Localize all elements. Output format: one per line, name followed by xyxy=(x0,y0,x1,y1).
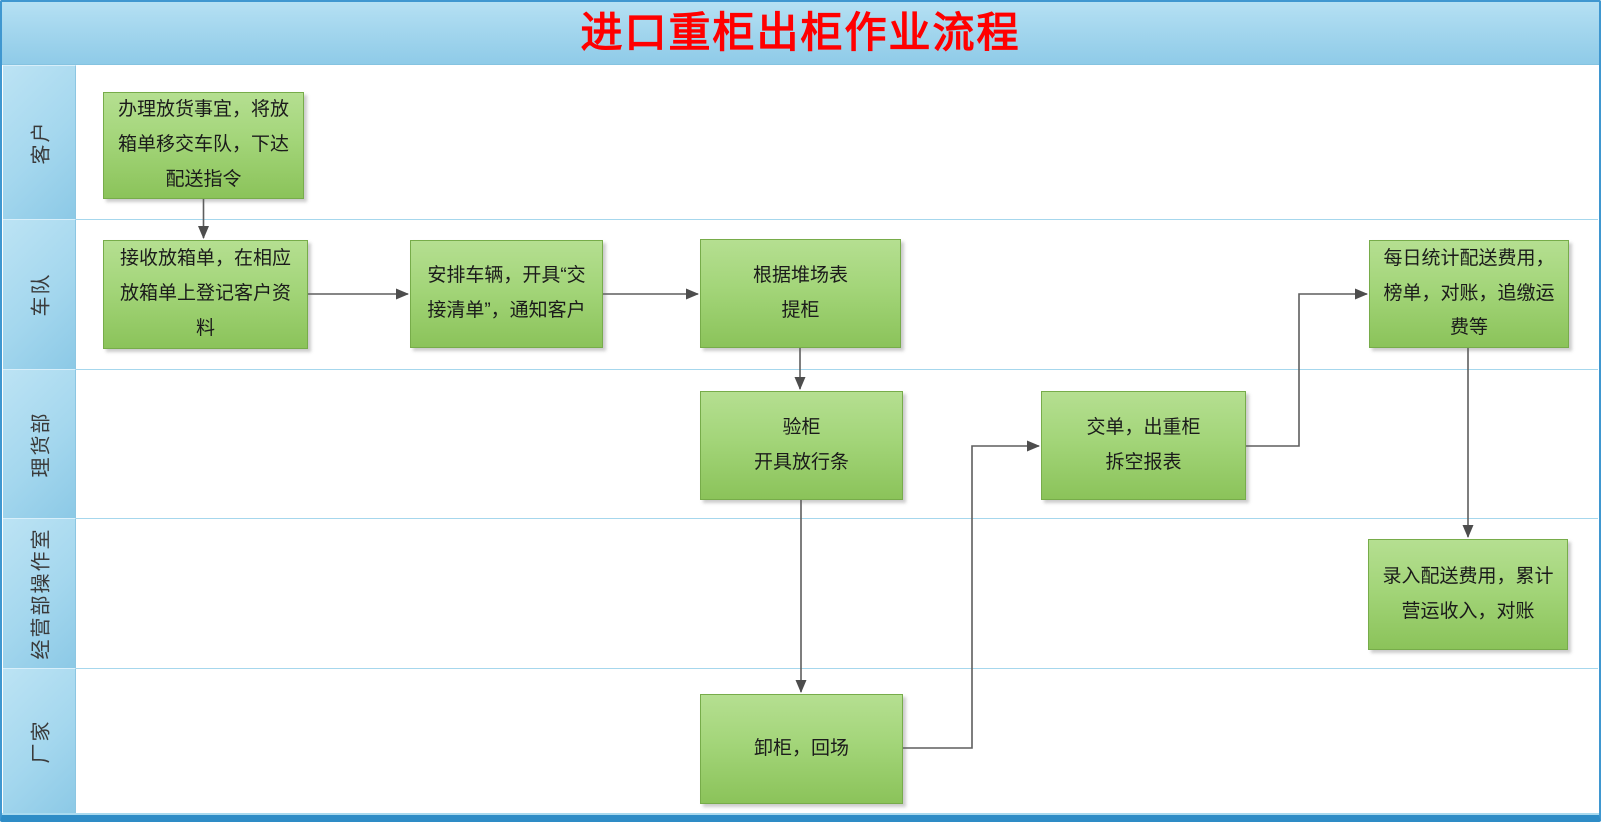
box-submit-docs-outbound-text: 交单，出重柜 拆空报表 xyxy=(1086,416,1201,473)
lane-divider-2 xyxy=(3,369,1598,370)
box-submit-docs-outbound: 交单，出重柜 拆空报表 xyxy=(1041,391,1246,500)
lane-label-ops-office: 经营部操作室 xyxy=(3,518,76,668)
page-title: 进口重柜出柜作业流程 xyxy=(580,9,1021,56)
lane-label-factory: 厂家 xyxy=(3,668,76,813)
box-daily-delivery-stats: 每日统计配送费用， 榜单，对账，追缴运 费等 xyxy=(1369,240,1569,348)
box-release-goods: 办理放货事宜，将放 箱单移交车队，下达 配送指令 xyxy=(103,92,304,199)
box-pickup-by-yard-list: 根据堆场表 提柜 xyxy=(700,239,901,348)
box-enter-delivery-fees-text: 录入配送费用，累计 营运收入，对账 xyxy=(1382,565,1554,622)
lane-label-tally-dept-text: 理货部 xyxy=(30,411,53,477)
box-enter-delivery-fees: 录入配送费用，累计 营运收入，对账 xyxy=(1368,539,1568,650)
arrow-submit-to-dailystats xyxy=(1246,288,1368,447)
box-release-goods-text: 办理放货事宜，将放 箱单移交车队，下达 配送指令 xyxy=(117,99,289,190)
lane-divider-1 xyxy=(3,219,1598,220)
lane-divider-4 xyxy=(3,668,1598,669)
box-receive-release-order: 接收放箱单，在相应 放箱单上登记客户资 料 xyxy=(103,240,308,349)
box-unload-return: 卸柜，回场 xyxy=(700,694,903,804)
arrow-unload-to-submit xyxy=(903,440,1040,749)
lane-label-factory-text: 厂家 xyxy=(30,719,53,763)
box-arrange-vehicles: 安排车辆，开具“交 接清单”，通知客户 xyxy=(410,240,603,348)
box-inspect-container-text: 验柜 开具放行条 xyxy=(753,416,849,473)
title-band: 进口重柜出柜作业流程 xyxy=(2,2,1599,65)
box-daily-delivery-stats-text: 每日统计配送费用， 榜单，对账，追缴运 费等 xyxy=(1383,247,1555,339)
frame-inner-accent xyxy=(2,813,1599,815)
box-arrange-vehicles-text: 安排车辆，开具“交 接清单”，通知客户 xyxy=(427,265,586,321)
box-pickup-by-yard-list-text: 根据堆场表 提柜 xyxy=(752,264,848,321)
lane-label-ops-office-text: 经营部操作室 xyxy=(30,527,53,660)
box-receive-release-order-text: 接收放箱单，在相应 放箱单上登记客户资 料 xyxy=(119,248,291,339)
lane-label-tally-dept: 理货部 xyxy=(3,369,76,518)
lane-divider-3 xyxy=(3,518,1598,519)
lane-label-customer-text: 客户 xyxy=(30,120,53,165)
lane-label-fleet: 车队 xyxy=(3,219,76,369)
lane-label-fleet-text: 车队 xyxy=(30,272,53,317)
box-unload-return-text: 卸柜，回场 xyxy=(753,737,849,759)
lane-label-customer: 客户 xyxy=(3,65,76,219)
box-inspect-container: 验柜 开具放行条 xyxy=(700,391,903,500)
